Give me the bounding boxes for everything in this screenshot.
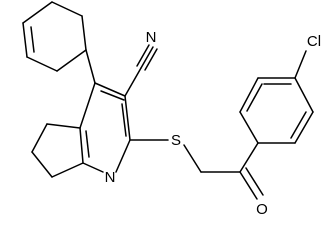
triple-bond-line <box>144 48 158 71</box>
bond <box>239 111 259 144</box>
double-bond-inner <box>290 111 307 139</box>
carbonyl-bond <box>239 171 258 200</box>
bond <box>124 67 142 97</box>
double-bond-inner <box>121 103 127 137</box>
triple-bond-line <box>136 44 150 67</box>
double-bond-inner <box>85 130 90 158</box>
bond <box>56 49 87 72</box>
chemical-structure-diagram: N N S O Cl <box>22 1 322 218</box>
bond <box>51 1 83 17</box>
triple-bond-line <box>140 46 154 69</box>
bond <box>183 144 202 173</box>
bond <box>115 139 131 173</box>
bond <box>239 77 259 113</box>
bond <box>94 82 126 97</box>
bond <box>26 56 58 72</box>
bond <box>294 50 307 79</box>
bond <box>81 15 87 51</box>
sulfur-label: S <box>171 132 181 149</box>
bond <box>82 162 104 173</box>
bond <box>239 142 259 173</box>
bond <box>51 162 84 178</box>
nitrile-nitrogen-label: N <box>146 29 157 46</box>
cyclohexenyl-ring <box>22 1 87 72</box>
chlorine-label: Cl <box>307 33 321 50</box>
ring-nitrogen-label: N <box>105 169 116 186</box>
nitrile-group <box>124 44 158 97</box>
molecule-drawing: N N S O Cl <box>22 1 321 218</box>
bond <box>22 22 28 58</box>
bond <box>31 123 48 153</box>
oxygen-label: O <box>256 201 268 218</box>
bond <box>46 123 81 129</box>
bond <box>22 1 53 24</box>
double-bond-inner <box>100 90 125 101</box>
bond <box>294 111 314 144</box>
bond <box>294 77 314 113</box>
bond <box>31 151 53 178</box>
bond <box>79 82 96 129</box>
carbonyl-bond <box>245 167 264 196</box>
bond <box>79 127 84 164</box>
thioether-chain <box>129 139 264 200</box>
bond <box>85 49 96 84</box>
bond <box>124 95 131 141</box>
chlorophenyl-ring <box>239 50 314 144</box>
double-bond-inner <box>30 26 35 53</box>
cyclopentane-ring <box>31 123 84 178</box>
pyridine-ring <box>79 82 131 173</box>
double-bond-inner <box>246 83 263 112</box>
